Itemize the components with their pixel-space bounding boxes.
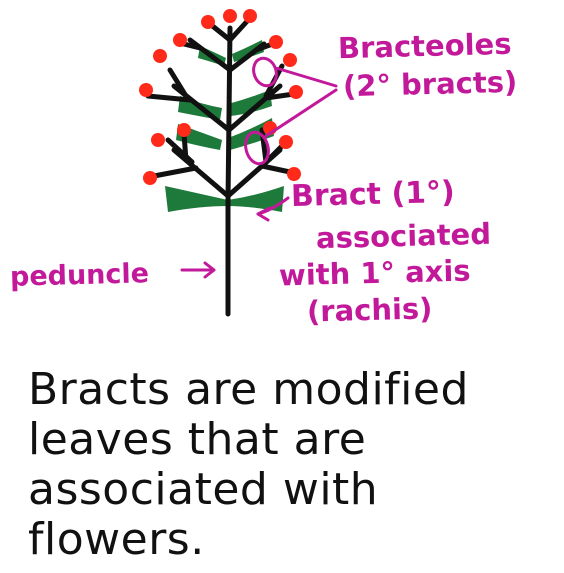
flower — [269, 35, 283, 49]
bracteoles-label: Bracteoles — [338, 30, 512, 64]
flower — [243, 9, 257, 23]
flower — [289, 85, 303, 99]
flower — [143, 171, 157, 185]
flower — [151, 133, 165, 147]
flower — [173, 33, 187, 47]
branch — [184, 134, 186, 160]
bract-label-line4: (rachis) — [307, 294, 433, 326]
bract-label: Bract (1°) — [291, 178, 456, 212]
caption-line-2: leaves that are — [28, 418, 366, 462]
peduncle-arrow — [182, 263, 214, 277]
branch — [262, 166, 290, 172]
flower — [279, 135, 293, 149]
peduncle-label: peduncle — [10, 260, 150, 291]
flower — [283, 53, 297, 67]
flower — [153, 49, 167, 63]
branch — [154, 168, 196, 176]
bract-label-line3: with 1° axis — [279, 256, 471, 290]
flower — [139, 83, 153, 97]
flower — [201, 15, 215, 29]
caption-line-3: associated with — [28, 468, 378, 512]
flower — [177, 123, 191, 137]
bracteole-marker-upper — [250, 55, 280, 89]
bracteoles-sublabel: (2° bracts) — [343, 68, 518, 102]
rachis — [228, 28, 230, 202]
bract-label-line2: associated — [316, 220, 492, 254]
flower — [223, 9, 237, 23]
caption-line-1: Bracts are modified — [28, 368, 469, 412]
caption-line-4: flowers. — [28, 518, 205, 562]
